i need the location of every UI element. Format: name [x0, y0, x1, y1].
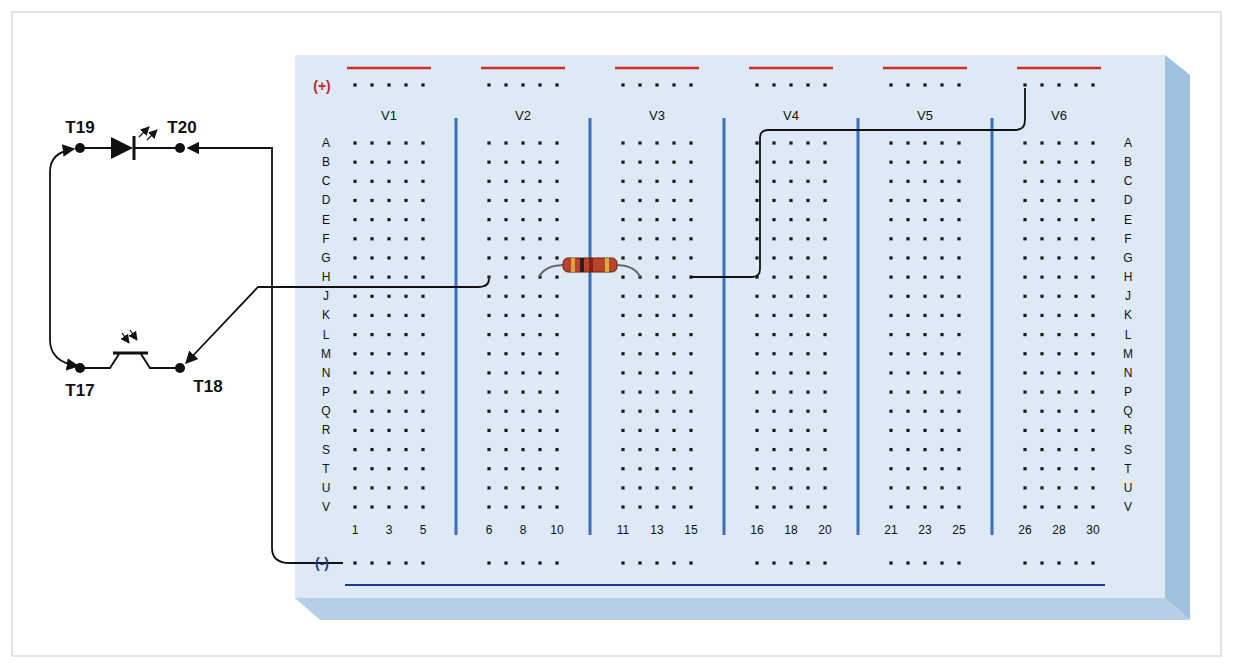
row-letter: N: [1122, 367, 1135, 379]
frame: [12, 12, 1221, 656]
column-number: 10: [550, 524, 563, 536]
column-number: 15: [684, 524, 697, 536]
row-letter: S: [320, 444, 332, 456]
row-letter: P: [320, 386, 332, 398]
section-label: V6: [1051, 109, 1067, 122]
terminal-label: T19: [65, 119, 94, 136]
row-letter: K: [1122, 309, 1134, 321]
row-letter: C: [320, 175, 333, 187]
row-letter: Q: [1121, 405, 1134, 417]
row-letter: G: [1121, 252, 1134, 264]
terminal-label: T18: [193, 378, 222, 395]
separators: [456, 118, 992, 535]
terminal-label: T17: [65, 382, 94, 399]
section-label: V4: [783, 109, 799, 122]
column-number: 13: [650, 524, 663, 536]
row-letter: Q: [319, 405, 332, 417]
column-number: 8: [520, 524, 527, 536]
column-number: 23: [918, 524, 931, 536]
row-letter: N: [320, 367, 333, 379]
resistor-symbol: [539, 258, 640, 277]
row-letter: T: [320, 463, 331, 475]
column-number: 21: [884, 524, 897, 536]
section-label: V2: [515, 109, 531, 122]
column-number: 16: [750, 524, 763, 536]
column-number: 3: [386, 524, 393, 536]
row-letter: D: [320, 194, 333, 206]
board-top: [295, 55, 1165, 598]
led-symbol: [84, 127, 176, 160]
row-letter: V: [1122, 501, 1134, 513]
column-number: 20: [818, 524, 831, 536]
row-letter: J: [321, 290, 331, 302]
section-label: V5: [917, 109, 933, 122]
row-letter: L: [321, 329, 332, 341]
row-letter: B: [1122, 156, 1134, 168]
row-letter: A: [1122, 137, 1134, 149]
rail-sign: (+): [313, 79, 331, 93]
column-number: 30: [1086, 524, 1099, 536]
row-letter: B: [320, 156, 332, 168]
phototransistor-symbol: [84, 330, 176, 368]
terminal-label: T20: [167, 119, 196, 136]
row-letter: E: [1122, 214, 1134, 226]
row-letter: A: [320, 137, 332, 149]
row-letter: D: [1122, 194, 1135, 206]
row-letter: P: [1122, 386, 1134, 398]
row-letter: F: [320, 233, 331, 245]
column-number: 11: [617, 524, 629, 536]
column-number: 5: [420, 524, 427, 536]
row-letter: H: [320, 271, 333, 283]
row-letter: T: [1122, 463, 1133, 475]
row-letter: K: [320, 309, 332, 321]
column-number: 6: [486, 524, 493, 536]
section-label: V1: [381, 109, 397, 122]
row-letter: F: [1122, 233, 1133, 245]
row-letter: G: [319, 252, 332, 264]
rail-lines: [345, 68, 1105, 585]
row-letter: R: [1122, 424, 1135, 436]
row-letter: M: [1121, 348, 1135, 360]
column-number: 28: [1052, 524, 1065, 536]
row-letter: R: [320, 424, 333, 436]
terminal-dots: [75, 143, 185, 373]
column-number: 26: [1018, 524, 1031, 536]
row-letter: V: [320, 501, 332, 513]
column-number: 25: [952, 524, 965, 536]
rail-sign: (-): [315, 556, 329, 570]
row-letter: C: [1122, 175, 1135, 187]
row-letter: U: [320, 482, 333, 494]
row-letter: J: [1123, 290, 1133, 302]
column-number: 18: [784, 524, 797, 536]
row-letter: E: [320, 214, 332, 226]
row-letter: U: [1122, 482, 1135, 494]
board-bottom: [295, 598, 1190, 620]
board-side: [1165, 55, 1190, 620]
row-letter: L: [1123, 329, 1134, 341]
row-letter: M: [319, 348, 333, 360]
section-label: V3: [649, 109, 665, 122]
column-number: 1: [352, 524, 359, 536]
row-letter: H: [1122, 271, 1135, 283]
row-letter: S: [1122, 444, 1134, 456]
wires: [50, 88, 1025, 563]
holes: [353, 83, 1094, 564]
